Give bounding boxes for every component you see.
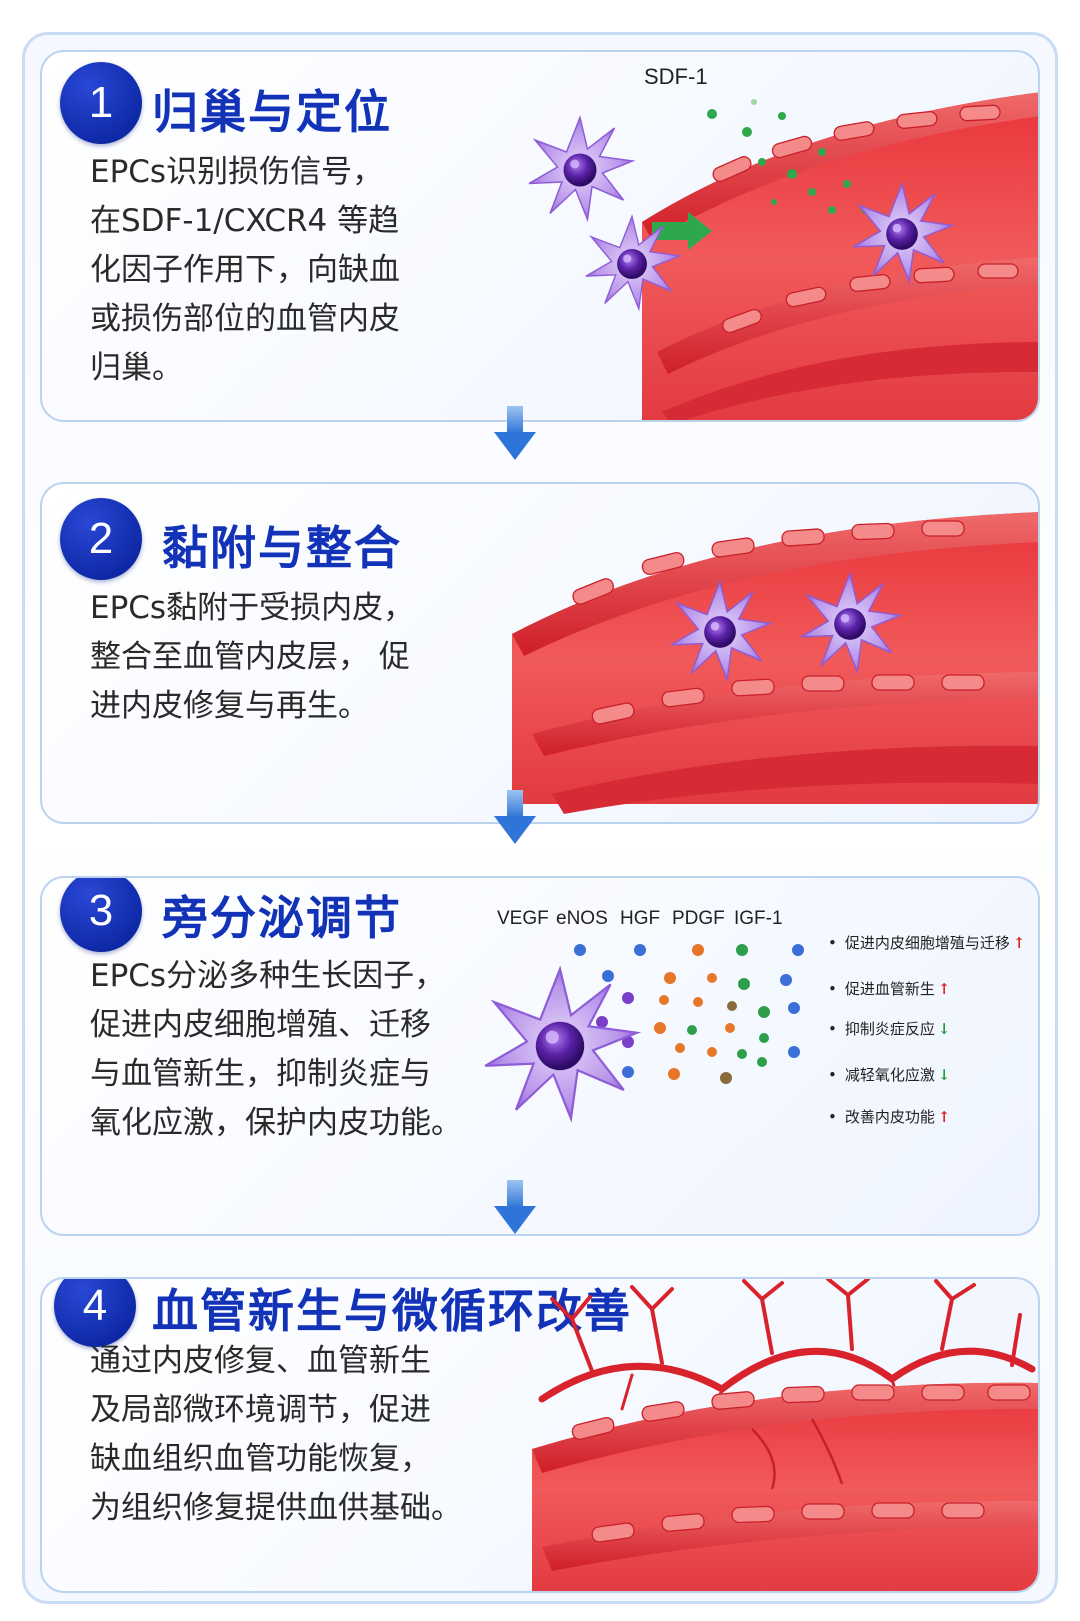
effect-text: 促进内皮细胞增殖与迁移 (844, 934, 1010, 952)
bullet: • (828, 1020, 837, 1038)
description-line: 氧化应激，保护内皮功能。 (90, 1105, 462, 1141)
description-line: 在SDF-1/CXCR4 等趋 (90, 203, 400, 239)
description-line: EPCs黏附于受损内皮， (90, 590, 415, 626)
effect-text: 减轻氧化应激 (844, 1066, 935, 1084)
description-line: 促进内皮细胞增殖、迁移 (90, 1007, 431, 1043)
blood-vessel-icon (642, 92, 1038, 420)
step-title: 旁分泌调节 (162, 891, 402, 945)
sdf1-label: SDF-1 (644, 64, 708, 89)
description-line: EPCs分泌多种生长因子， (90, 958, 446, 994)
step-4-panel: 4 血管新生与微循环改善 通过内皮修复、血管新生 及局部微环境调节，促进 缺血组… (40, 1277, 1040, 1593)
factor-label: PDGF (672, 908, 725, 929)
step-number-badge: 1 (60, 62, 142, 144)
description-line: 归巢。 (90, 350, 183, 386)
description-line: 为组织修复提供血供基础。 (90, 1490, 462, 1526)
effect-text: 抑制炎症反应 (844, 1020, 935, 1038)
factor-label: IGF-1 (734, 908, 783, 929)
effect-text: 促进血管新生 (844, 980, 935, 998)
step-1-panel: 1 归巢与定位 EPCs识别损伤信号， 在SDF-1/CXCR4 等趋 化因子作… (40, 50, 1040, 422)
growth-factor-particles (574, 944, 804, 1084)
step-2-panel: 2 黏附与整合 EPCs黏附于受损内皮， 整合至血管内皮层， 促 进内皮修复与再… (40, 482, 1040, 824)
blood-vessel-icon (512, 512, 1038, 814)
down-arrow-icon (494, 790, 536, 844)
effect-item: • 减轻氧化应激↓ (828, 1064, 950, 1085)
step-description: EPCs识别损伤信号， 在SDF-1/CXCR4 等趋 化因子作用下，向缺血 或… (90, 148, 400, 393)
blood-vessel-icon (532, 1382, 1038, 1591)
epc-cell-icon (528, 116, 634, 221)
bullet: • (828, 934, 837, 952)
effect-item: • 促进内皮细胞增殖与迁移↑ (828, 932, 1025, 953)
increase-arrow-icon: ↑ (937, 1108, 951, 1126)
adhesion-illustration (512, 512, 1038, 814)
decrease-arrow-icon: ↓ (937, 1020, 951, 1038)
step-description: EPCs黏附于受损内皮， 整合至血管内皮层， 促 进内皮修复与再生。 (90, 584, 414, 731)
paracrine-illustration: VEGF eNOS HGF PDGF IGF-1 (484, 908, 804, 1120)
down-arrow-icon (494, 406, 536, 460)
homing-illustration: SDF-1 (528, 64, 1038, 420)
description-line: 通过内皮修复、血管新生 (90, 1343, 431, 1379)
effect-text: 改善内皮功能 (844, 1108, 935, 1126)
step-description: EPCs分泌多种生长因子， 促进内皮细胞增殖、迁移 与血管新生，抑制炎症与 氧化… (90, 952, 462, 1148)
step-number-badge: 4 (54, 1279, 136, 1347)
down-arrow-icon (494, 1180, 536, 1234)
step-number-badge: 2 (60, 498, 142, 580)
step-number-badge: 3 (60, 878, 142, 952)
increase-arrow-icon: ↑ (937, 980, 951, 998)
step-title: 归巢与定位 (152, 85, 392, 139)
step-title: 黏附与整合 (162, 521, 402, 575)
effect-item: • 促进血管新生↑ (828, 978, 950, 999)
bullet: • (828, 1066, 837, 1084)
increase-arrow-icon: ↑ (1012, 934, 1026, 952)
bullet: • (828, 1108, 837, 1126)
description-line: 进内皮修复与再生。 (90, 688, 369, 724)
description-line: 化因子作用下，向缺血 (90, 252, 400, 288)
decrease-arrow-icon: ↓ (937, 1066, 951, 1084)
description-line: 整合至血管内皮层， 促 (90, 639, 410, 675)
description-line: 缺血组织血管功能恢复， (90, 1441, 431, 1477)
step-3-panel: 3 旁分泌调节 EPCs分泌多种生长因子， 促进内皮细胞增殖、迁移 与血管新生，… (40, 876, 1040, 1236)
description-line: 或损伤部位的血管内皮 (90, 301, 400, 337)
step-title: 血管新生与微循环改善 (152, 1284, 632, 1338)
bullet: • (828, 980, 837, 998)
description-line: 及局部微环境调节，促进 (90, 1392, 431, 1428)
factor-label: VEGF (497, 908, 549, 929)
factor-label: HGF (620, 908, 660, 929)
factor-label: eNOS (556, 908, 608, 929)
angiogenesis-illustration (532, 1279, 1038, 1591)
description-line: 与血管新生，抑制炎症与 (90, 1056, 431, 1092)
step-description: 通过内皮修复、血管新生 及局部微环境调节，促进 缺血组织血管功能恢复， 为组织修… (90, 1337, 462, 1533)
effect-item: • 改善内皮功能↑ (828, 1106, 950, 1127)
epc-cell-icon (484, 967, 639, 1120)
description-line: EPCs识别损伤信号， (90, 154, 384, 190)
effect-item: • 抑制炎症反应↓ (828, 1018, 950, 1039)
